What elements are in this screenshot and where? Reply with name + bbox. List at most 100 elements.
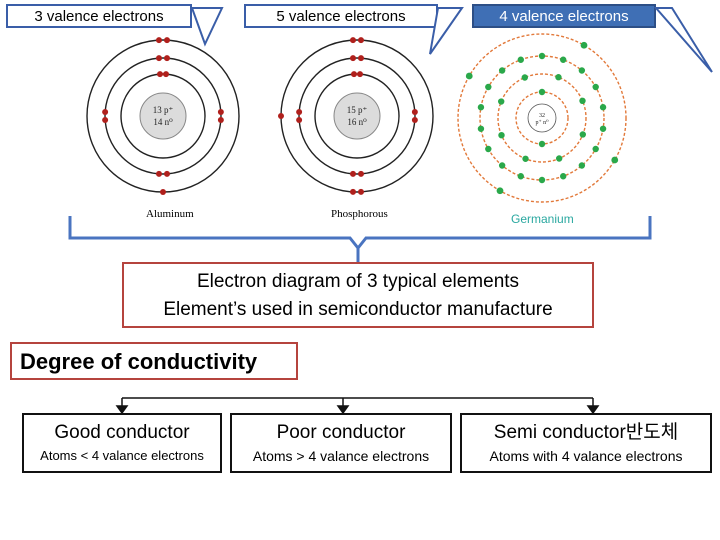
category-good-conductor: Good conductor Atoms < 4 valance electro… <box>22 413 222 473</box>
aluminum-nucleus <box>139 92 187 140</box>
diagram-caption: Electron diagram of 3 typical elements E… <box>122 262 594 328</box>
aluminum-electron <box>163 170 170 177</box>
aluminum-nucleus-line2: 14 n⁰ <box>153 117 173 127</box>
callout-aluminum: 3 valence electrons <box>6 4 192 28</box>
germanium-label: Germanium <box>511 212 574 226</box>
germanium-electron <box>579 131 586 138</box>
poor-conductor-title: Poor conductor <box>276 422 406 443</box>
aluminum-label: Aluminum <box>146 208 194 220</box>
germanium-electron <box>498 98 505 105</box>
phosphorous-valence-electron <box>350 37 357 44</box>
phosphorous-electron <box>411 109 418 116</box>
aluminum-valence-electron <box>156 37 163 44</box>
germanium-electron <box>477 125 485 132</box>
phosphorous-electron <box>356 71 363 78</box>
category-poor-conductor: Poor conductor Atoms > 4 valance electro… <box>230 413 452 473</box>
germanium-valence-electron <box>580 41 588 49</box>
semi-conductor-title: Semi conductor반도체 <box>493 422 679 443</box>
germanium-valence-electron <box>611 156 619 164</box>
germanium-electron <box>498 67 506 74</box>
callout-germanium-text: 4 valence electrons <box>499 8 629 25</box>
aluminum-electron <box>162 71 169 78</box>
good-conductor-subtitle: Atoms < 4 valance electrons <box>40 448 204 463</box>
germanium-electron <box>578 162 586 169</box>
callout-pointer-phosphorous <box>429 7 464 55</box>
callout-aluminum-text: 3 valence electrons <box>34 8 164 25</box>
germanium-electron <box>517 173 524 180</box>
phosphorous-nucleus <box>333 92 381 140</box>
germanium-electron <box>538 52 546 60</box>
caption-line2: Element’s used in semiconductor manufact… <box>163 299 553 320</box>
germanium-valence-electron <box>496 187 504 195</box>
phosphorous-electron <box>411 116 418 123</box>
caption-line1: Electron diagram of 3 typical elements <box>196 271 520 292</box>
callout-phosphorous: 5 valence electrons <box>244 4 438 28</box>
phosphorous-electron <box>357 170 364 177</box>
aluminum-electron <box>157 71 164 78</box>
germanium-electron <box>485 145 492 153</box>
callout-phosphorous-text: 5 valence electrons <box>276 8 406 25</box>
phosphorous-valence-electron <box>357 188 364 195</box>
germanium-nucleus-line2: p⁺ n⁰ <box>535 119 549 126</box>
aluminum-valence-electron <box>163 37 170 44</box>
germanium-nucleus <box>527 103 557 133</box>
germanium-electron <box>517 56 524 63</box>
germanium-electron <box>599 125 607 132</box>
germanium-electron <box>521 74 529 81</box>
germanium-electron <box>498 162 506 169</box>
aluminum-electron <box>102 116 109 123</box>
phosphorous-electron <box>351 71 358 78</box>
germanium-valence-electron <box>465 72 473 80</box>
category-tree <box>115 397 600 415</box>
phosphorous-nucleus-line2: 16 n⁰ <box>347 117 367 127</box>
aluminum-nucleus-line1: 13 p⁺ <box>153 105 174 115</box>
phosphorous-valence-electron <box>357 37 364 44</box>
germanium-electron <box>477 104 485 111</box>
phosphorous-label: Phosphorous <box>331 208 388 220</box>
aluminum-electron <box>163 55 170 62</box>
callout-pointer-aluminum <box>190 7 224 47</box>
germanium-electron <box>560 56 567 63</box>
germanium-electron <box>578 67 586 74</box>
arrow-good <box>115 405 129 415</box>
germanium-electron <box>485 83 492 91</box>
phosphorous-electron <box>296 109 303 116</box>
germanium-electron <box>498 131 505 139</box>
aluminum-orbit <box>104 57 222 175</box>
aluminum-electron <box>156 55 163 62</box>
germanium-electron <box>538 140 546 148</box>
phosphorous-nucleus-line1: 15 p⁺ <box>347 105 368 115</box>
germanium-electron <box>538 88 546 96</box>
phosphorous-electron <box>357 55 364 62</box>
callout-germanium: 4 valence electrons <box>472 4 656 28</box>
degree-title: Degree of conductivity <box>10 342 298 380</box>
aluminum-electron <box>217 109 224 116</box>
germanium-electron <box>555 155 563 162</box>
germanium-electron <box>560 173 567 180</box>
arrow-poor <box>336 405 350 415</box>
category-semi-conductor: Semi conductor반도체 Atoms with 4 valance e… <box>460 413 712 473</box>
germanium-electron <box>522 155 529 162</box>
germanium-nucleus-line1: 32 <box>539 113 545 119</box>
phosphorous-electron <box>350 170 357 177</box>
aluminum-electron <box>102 109 109 116</box>
germanium-electron <box>592 145 599 153</box>
germanium-electron <box>579 97 586 105</box>
phosphorous-valence-electron <box>278 113 284 119</box>
callout-pointer-germanium <box>653 7 713 73</box>
aluminum-electron <box>156 170 163 177</box>
germanium-electron <box>555 74 562 81</box>
semi-conductor-subtitle: Atoms with 4 valance electrons <box>489 448 683 464</box>
phosphorous-electron <box>296 116 303 123</box>
arrow-semi <box>586 405 600 415</box>
phosphorous-valence-electron <box>350 188 357 195</box>
aluminum-valence-electron <box>160 189 166 195</box>
poor-conductor-subtitle: Atoms > 4 valance electrons <box>252 448 430 464</box>
good-conductor-title: Good conductor <box>54 422 190 443</box>
phosphorous-electron <box>350 55 357 62</box>
germanium-electron <box>592 83 599 91</box>
phosphorous-orbit <box>298 57 416 175</box>
aluminum-electron <box>217 116 224 123</box>
germanium-electron <box>599 104 607 111</box>
